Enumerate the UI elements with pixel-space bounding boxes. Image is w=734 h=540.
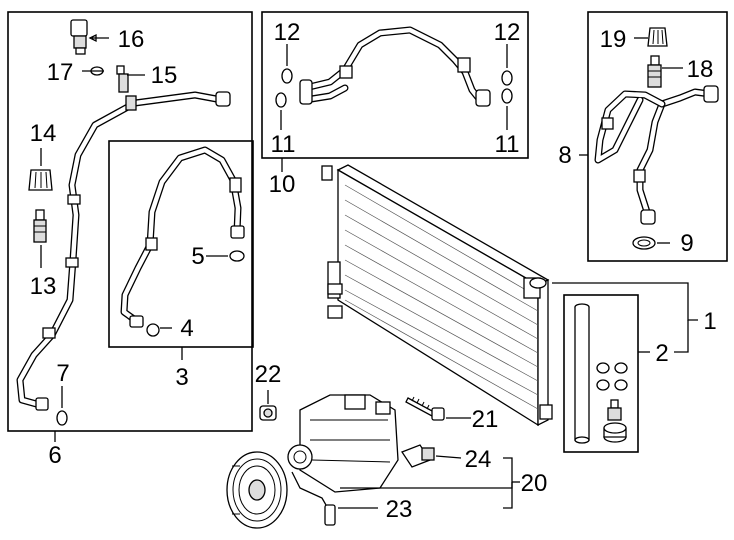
- o-ring-9[interactable]: [632, 236, 656, 250]
- clutch-pulley[interactable]: [226, 451, 288, 529]
- callout-16: 16: [118, 26, 145, 53]
- leader-lines: [40, 33, 698, 509]
- valve-core-15[interactable]: [116, 65, 129, 93]
- callout-15: 15: [151, 62, 178, 89]
- callout-9: 9: [680, 230, 693, 257]
- cap-14[interactable]: [28, 169, 53, 191]
- callout-13: 13: [30, 273, 57, 300]
- hose-assembly-6[interactable]: [16, 91, 231, 411]
- callout-8: 8: [558, 142, 571, 169]
- callout-6: 6: [48, 442, 61, 469]
- callout-11-right: 11: [495, 131, 520, 158]
- o-ring-set[interactable]: [596, 362, 628, 391]
- control-valve-24[interactable]: [401, 444, 435, 468]
- callout-20: 20: [521, 470, 548, 497]
- callout-17: 17: [47, 59, 74, 86]
- pressure-sensor-16[interactable]: [70, 19, 88, 55]
- o-ring-12-right[interactable]: [501, 70, 513, 86]
- callout-18: 18: [687, 56, 714, 83]
- drier-plug[interactable]: [607, 399, 622, 421]
- callout-14: 14: [30, 120, 57, 147]
- callout-10: 10: [269, 171, 296, 198]
- hose-assembly-3[interactable]: [120, 146, 245, 328]
- drier-cap[interactable]: [603, 422, 627, 443]
- callout-11-left: 11: [271, 131, 296, 158]
- callout-2: 2: [655, 340, 668, 367]
- o-ring-5[interactable]: [229, 250, 245, 262]
- sensor-lead-23[interactable]: [291, 471, 336, 526]
- callout-12-right: 12: [494, 19, 521, 46]
- callout-23: 23: [386, 496, 413, 523]
- callout-4: 4: [180, 315, 193, 342]
- cap-19[interactable]: [647, 27, 668, 47]
- o-ring-11-left[interactable]: [275, 92, 287, 108]
- group-box-10: [261, 11, 529, 159]
- callout-7: 7: [56, 360, 69, 387]
- callout-19: 19: [600, 26, 627, 53]
- callout-22: 22: [255, 361, 282, 388]
- group-box-3: [108, 140, 254, 348]
- hose-assembly-8[interactable]: [594, 85, 719, 225]
- bushing-22[interactable]: [259, 405, 277, 421]
- callout-12-left: 12: [274, 19, 301, 46]
- o-ring-12-left[interactable]: [281, 68, 293, 84]
- receiver-drier-2[interactable]: [574, 303, 590, 444]
- group-box-6: [7, 11, 253, 432]
- group-box-8: [587, 11, 728, 262]
- bolt-21[interactable]: [405, 396, 445, 421]
- callout-3: 3: [175, 364, 188, 391]
- compressor-20[interactable]: [287, 394, 399, 493]
- condenser-1[interactable]: [321, 164, 553, 427]
- callout-1: 1: [703, 308, 716, 335]
- o-ring-11-right[interactable]: [501, 88, 513, 104]
- valve-core-18[interactable]: [647, 55, 662, 88]
- valve-core-13[interactable]: [33, 209, 47, 243]
- callout-5: 5: [191, 243, 204, 270]
- o-ring-4[interactable]: [146, 323, 160, 337]
- group-box-2: [563, 294, 639, 453]
- o-ring-7[interactable]: [56, 410, 68, 426]
- hose-assembly-10[interactable]: [299, 26, 491, 107]
- callout-21: 21: [472, 406, 499, 433]
- callout-24: 24: [465, 446, 492, 473]
